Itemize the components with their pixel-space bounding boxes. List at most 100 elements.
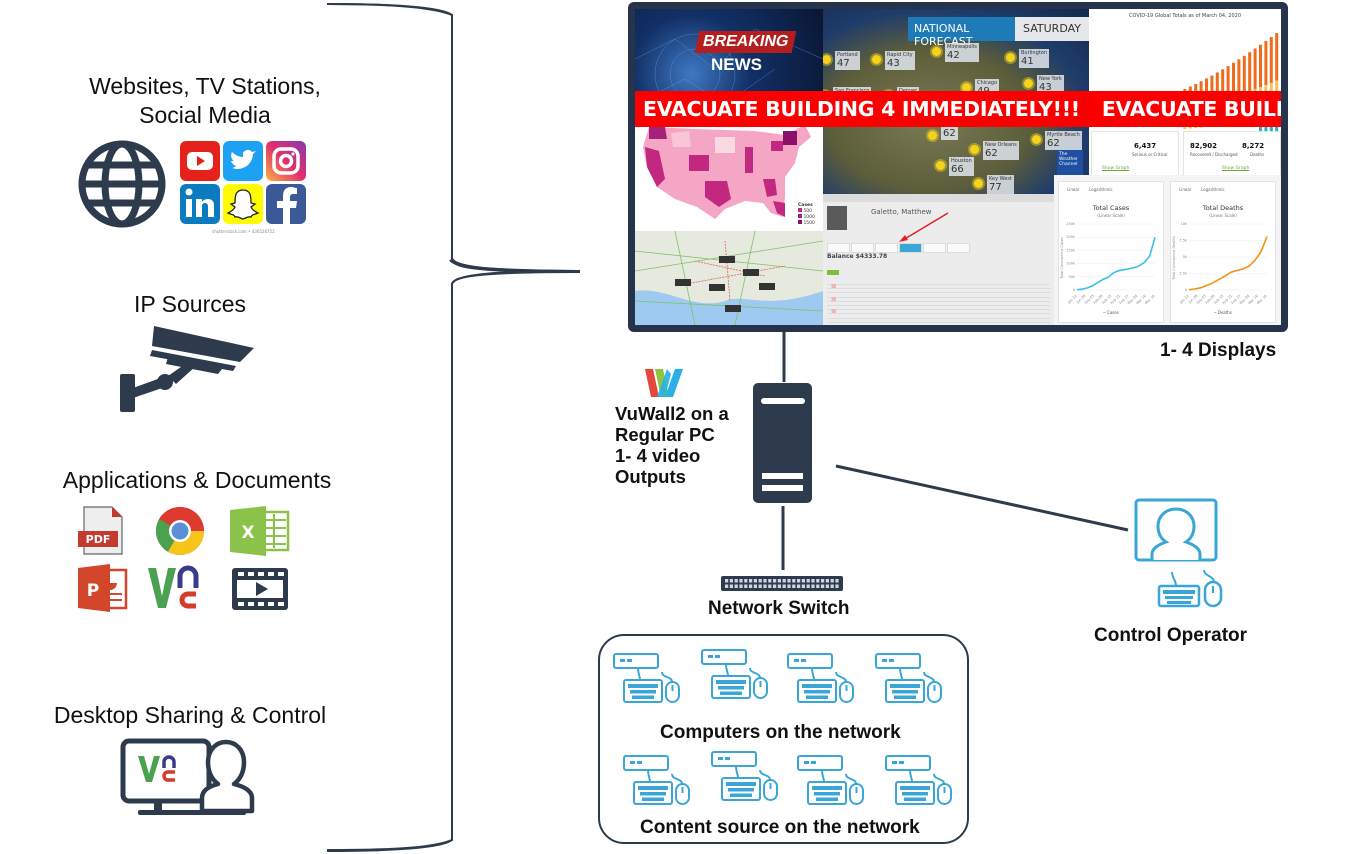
switch-port <box>782 579 786 583</box>
city-temp: 62 <box>985 148 998 159</box>
x-tick-label: Feb 03 <box>1084 294 1095 305</box>
billing-table-row[interactable] <box>827 301 1050 306</box>
x-tick-label: Mar 16 <box>1144 294 1155 305</box>
switch-port <box>734 579 738 583</box>
city-temp: 77 <box>989 182 1002 193</box>
billing-tab[interactable] <box>827 243 850 253</box>
switch-port <box>792 584 796 588</box>
video-wall-display: BREAKING NEWS NATIONAL FORECAST SATURDAY… <box>628 2 1288 332</box>
vuwall-label-line: 1- 4 video <box>615 445 701 466</box>
traffic-map-tile[interactable] <box>635 231 823 325</box>
y-tick-label: 7.5k <box>1179 239 1188 243</box>
covid-bar <box>1215 72 1219 103</box>
legend-deaths: Deaths <box>1217 310 1232 315</box>
billing-tab[interactable] <box>875 243 898 253</box>
chart-tab-log[interactable]: Logarithmic <box>1201 187 1225 192</box>
city-name: New Orleans <box>985 142 1017 148</box>
y-tick-label: 10k <box>1181 222 1188 226</box>
us-map-graphic <box>643 125 811 219</box>
sun-icon <box>932 47 941 56</box>
app-icons: PDF X P <box>78 506 290 612</box>
series-line <box>1076 236 1156 291</box>
covid-bar <box>1264 40 1268 86</box>
show-graph-link[interactable]: Show Graph <box>1102 166 1130 171</box>
covid-bar <box>1232 62 1235 98</box>
content-sources-label: Content source on the network <box>640 817 920 838</box>
city-name: Portland <box>837 52 858 58</box>
network-computer-icon <box>623 755 690 805</box>
billing-table-row[interactable] <box>827 314 1050 319</box>
switch-port <box>821 579 825 583</box>
ip-sources-title: IP Sources <box>133 291 247 317</box>
billing-tab[interactable] <box>851 243 874 253</box>
covid-title: COVID-19 Global Totals as of March 04, 2… <box>1128 13 1241 19</box>
billing-tab[interactable] <box>947 243 970 253</box>
switch-port <box>792 579 796 583</box>
x-tick-label: Feb 21 <box>1222 294 1233 305</box>
billing-tab[interactable] <box>923 243 946 253</box>
sun-icon <box>872 55 881 64</box>
chart-tab-linear[interactable]: Linear <box>1179 187 1192 192</box>
y-tick-label: 250k <box>1066 222 1076 226</box>
vnc-desktop-user-icon <box>120 738 255 815</box>
x-tick-label: Feb 09 <box>1093 294 1104 305</box>
covid-charts-tile[interactable]: Linear Logarithmic Total Cases (Linear S… <box>1054 175 1281 325</box>
switch-port <box>830 579 834 583</box>
y-tick-label: 200k <box>1066 235 1076 239</box>
billing-table-row[interactable] <box>827 284 1050 290</box>
breaking-news-banner: BREAKING NEWS <box>694 31 801 91</box>
chart-tab-log[interactable]: Logarithmic <box>1089 187 1113 192</box>
total-cases-chart: Linear Logarithmic Total Cases (Linear S… <box>1058 181 1164 323</box>
apps-docs-title: Applications & Documents <box>62 467 332 493</box>
billing-tab[interactable] <box>899 243 922 253</box>
sun-icon <box>974 179 983 188</box>
map-legend-1500: 1500 <box>803 221 815 226</box>
show-graph-link[interactable]: Show Graph <box>1222 166 1250 171</box>
sun-icon <box>1024 79 1033 88</box>
emergency-alert-ticker: EVACUATE BUILDING 4 IMMEDIATELY!!!EVACUA… <box>635 91 1281 127</box>
new-invoice-button[interactable] <box>827 270 839 275</box>
us-cases-map-tile[interactable]: Cases 500 1000 1500 <box>635 117 823 231</box>
covid-bar <box>1210 75 1214 105</box>
switch-port <box>768 584 772 588</box>
billing-app-tile[interactable]: Galetto, Matthew Balance $4333.78 <box>823 194 1054 325</box>
chart-subtitle: (Linear Scale) <box>1209 213 1237 218</box>
billing-table-row[interactable] <box>827 322 1050 325</box>
patient-name: Galetto, Matthew <box>871 208 932 216</box>
billing-table-row[interactable] <box>827 318 1050 323</box>
operator-workstation-icon <box>1134 498 1223 608</box>
display-screen: BREAKING NEWS NATIONAL FORECAST SATURDAY… <box>635 9 1281 325</box>
billing-table-row[interactable] <box>827 309 1050 315</box>
switch-port <box>763 579 767 583</box>
forecast-header-day: SATURDAY <box>1015 17 1089 41</box>
alert-text-repeat: EVACUATE BUILDING 4 <box>1101 97 1281 121</box>
web-sources-title-line2: Social Media <box>139 102 271 128</box>
switch-port <box>787 579 791 583</box>
map-legend-1000: 1000 <box>803 215 815 220</box>
sun-icon <box>1006 53 1015 62</box>
city-name: Houston <box>951 158 972 164</box>
chart-tab-linear[interactable]: Linear <box>1067 187 1080 192</box>
switch-port <box>734 584 738 588</box>
chart-legend: ━ Deaths <box>1214 310 1232 315</box>
city-temp: 62 <box>1047 138 1060 149</box>
computers-label: Computers on the network <box>660 722 901 743</box>
svg-text:P: P <box>87 581 99 601</box>
switch-port <box>777 579 781 583</box>
map-legend-item: 500 <box>798 208 815 214</box>
x-tick-label: Jan 22 <box>1178 294 1189 305</box>
x-tick-label: Feb 27 <box>1231 294 1242 305</box>
switch-port <box>749 584 753 588</box>
switch-port <box>739 584 743 588</box>
billing-table-row[interactable] <box>827 288 1050 294</box>
y-tick-label: 100k <box>1066 262 1076 266</box>
switch-port <box>758 579 762 583</box>
covid-dashboard-tile[interactable]: COVID-19 Global Totals as of March 04, 2… <box>1089 9 1281 325</box>
billing-table-row[interactable] <box>827 296 1050 302</box>
covid-bar <box>1248 52 1252 92</box>
billing-toolbar <box>823 194 1054 202</box>
x-tick-label: Feb 21 <box>1110 294 1121 305</box>
video-icon <box>232 568 288 610</box>
